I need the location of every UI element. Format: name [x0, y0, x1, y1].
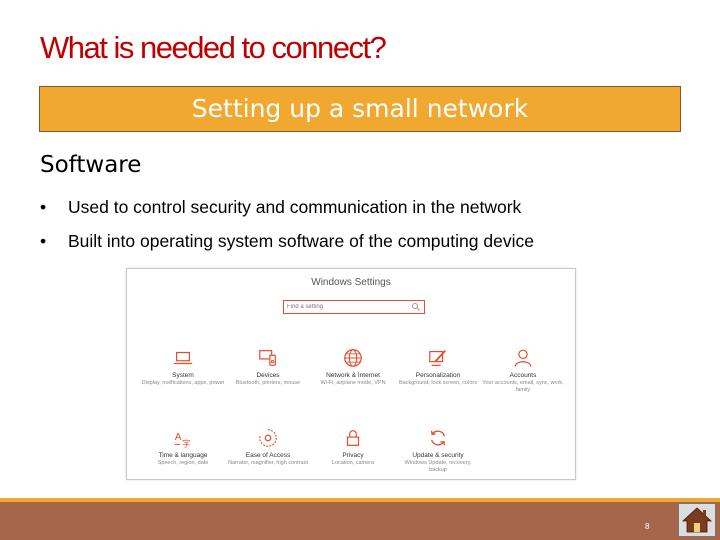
- bullet-dot: •: [40, 197, 47, 217]
- svg-text:字: 字: [182, 438, 190, 448]
- svg-text:A: A: [175, 432, 182, 443]
- laptop-icon: [173, 351, 193, 365]
- tile-description: Speech, region, date: [157, 460, 209, 466]
- tile-accounts[interactable]: Accounts Your accounts, email, sync, wor…: [481, 347, 565, 394]
- section-heading: Software: [40, 152, 142, 178]
- tile-ease-of-access[interactable]: Ease of Access Narrator, magnifier, high…: [226, 427, 310, 467]
- windows-settings-screenshot: Windows Settings System Display, notific…: [126, 268, 576, 480]
- tile-label: System: [172, 372, 194, 379]
- search-box[interactable]: [283, 300, 425, 314]
- devices-icon: [259, 350, 276, 366]
- ease-of-access-icon: [259, 429, 277, 447]
- sync-icon: [430, 430, 446, 446]
- paint-icon: [429, 350, 447, 366]
- tile-label: Network & Internet: [326, 372, 380, 379]
- tile-description: Background, lock screen, colors: [399, 380, 477, 386]
- footer-accent-line: [0, 498, 720, 502]
- footer-bar: [0, 502, 720, 540]
- tile-system[interactable]: System Display, notifications, apps, pow…: [141, 347, 225, 387]
- tile-description: Windows Update, recovery, backup: [404, 460, 472, 473]
- tile-label: Ease of Access: [245, 452, 291, 459]
- tile-devices[interactable]: Devices Bluetooth, printers, mouse: [226, 347, 310, 387]
- tile-description: Narrator, magnifier, high contrast: [228, 460, 308, 466]
- section-banner: Setting up a small network: [39, 86, 681, 132]
- tile-label: Personalization: [415, 372, 461, 379]
- tile-update-security[interactable]: Update & security Windows Update, recove…: [396, 427, 480, 474]
- home-button[interactable]: [678, 503, 716, 537]
- tile-description: Location, camera: [331, 460, 375, 466]
- tile-label: Devices: [256, 372, 280, 379]
- tile-description: Display, notifications, apps, power: [141, 380, 225, 386]
- window-title: Windows Settings: [311, 277, 391, 288]
- home-icon: [681, 507, 713, 533]
- search-icon: [411, 302, 420, 311]
- bullet-item: • Built into operating system software of…: [40, 230, 534, 264]
- time-language-icon: A字: [174, 432, 190, 448]
- tile-label: Update & security: [412, 452, 464, 459]
- tile-personalization[interactable]: Personalization Background, lock screen,…: [396, 347, 480, 387]
- lock-icon: [346, 430, 360, 446]
- tile-description: Your accounts, email, sync, work, family: [482, 380, 564, 393]
- bullet-item: • Used to control security and communicat…: [40, 196, 534, 230]
- globe-icon: [344, 349, 362, 367]
- slide-title: What is needed to connect?: [40, 30, 387, 65]
- tile-description: Wi-Fi, airplane mode, VPN: [320, 380, 386, 386]
- person-icon: [514, 349, 532, 367]
- search-input[interactable]: [284, 301, 411, 313]
- banner-text: Setting up a small network: [191, 94, 529, 123]
- bullet-text: Used to control security and communicati…: [68, 197, 522, 217]
- tile-label: Privacy: [342, 452, 364, 459]
- tile-description: Bluetooth, printers, mouse: [235, 380, 301, 386]
- bullet-text: Built into operating system software of …: [68, 231, 534, 251]
- tile-privacy[interactable]: Privacy Location, camera: [311, 427, 395, 467]
- tile-label: Accounts: [509, 372, 537, 379]
- page-number: 8: [645, 522, 650, 531]
- tile-network[interactable]: Network & Internet Wi-Fi, airplane mode,…: [311, 347, 395, 387]
- bullet-list: • Used to control security and communicat…: [40, 196, 534, 264]
- bullet-dot: •: [40, 231, 47, 251]
- tile-label: Time & language: [158, 452, 208, 459]
